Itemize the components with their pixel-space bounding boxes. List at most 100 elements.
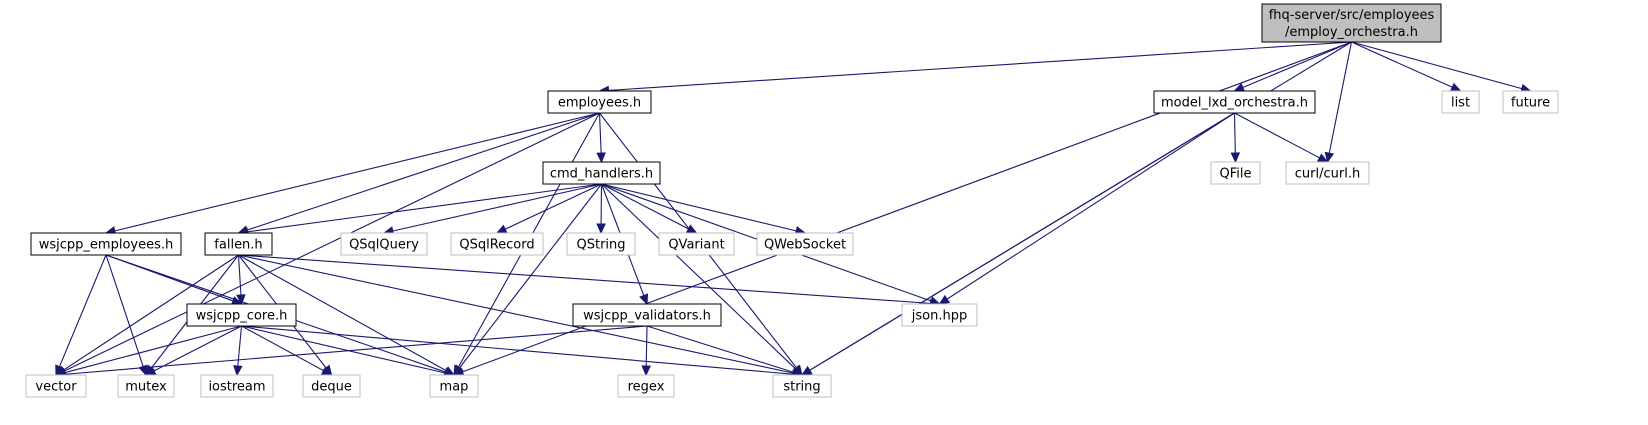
edge-line <box>241 325 794 375</box>
edge-root-to-list <box>1351 41 1462 92</box>
node-label: deque <box>311 380 352 395</box>
node-mutex: mutex <box>117 374 175 398</box>
edge-line <box>58 254 107 367</box>
node-label: QFile <box>1220 167 1252 182</box>
node-label: regex <box>628 380 665 395</box>
node-list: list <box>1441 90 1480 114</box>
edge-line <box>114 112 600 232</box>
edge-employees_h-to-cmd_handlers <box>596 112 606 164</box>
arrowhead <box>596 152 606 164</box>
edge-employees_h-to-wsjcpp_employees <box>104 112 600 236</box>
arrowhead <box>1449 82 1462 92</box>
node-label: curl/curl.h <box>1295 167 1360 182</box>
node-box <box>1153 90 1316 114</box>
edge-line <box>601 183 689 230</box>
node-box <box>25 374 87 398</box>
edge-cmd_handlers-to-string <box>601 183 803 376</box>
edge-line <box>1234 112 1320 159</box>
node-box <box>186 303 297 327</box>
node-label: iostream <box>208 380 265 395</box>
edge-line <box>241 325 324 372</box>
edge-fallen-to-wsjcpp_core <box>236 254 246 306</box>
arrowhead <box>233 365 243 377</box>
node-box <box>1210 161 1261 185</box>
edge-line <box>63 112 600 372</box>
node-box <box>302 374 361 398</box>
node-label: QWebSocket <box>764 238 846 253</box>
node-label: wsjcpp_validators.h <box>583 309 711 324</box>
arrowhead <box>639 293 649 306</box>
node-box <box>429 374 479 398</box>
node-box <box>204 232 273 256</box>
edge-line <box>105 254 144 367</box>
edge-fallen-to-json <box>238 254 941 309</box>
node-qfile: QFile <box>1210 161 1261 185</box>
edge-wsjcpp_validators-to-regex <box>641 325 651 377</box>
node-box <box>542 161 661 185</box>
node-label: vector <box>35 380 77 395</box>
node-label: QSqlRecord <box>459 238 534 253</box>
node-iostream: iostream <box>200 374 274 398</box>
edge-line <box>646 325 794 373</box>
node-label: employees.h <box>558 96 641 111</box>
edge-cmd_handlers-to-qstring <box>596 183 606 235</box>
node-box <box>772 374 832 398</box>
arrowhead <box>236 294 246 306</box>
node-employees-h[interactable]: employees.h <box>547 90 652 114</box>
node-label: mutex <box>125 380 167 395</box>
arrowhead <box>453 364 464 376</box>
arrowhead <box>596 223 606 235</box>
edge-wsjcpp_employees-to-mutex <box>105 254 148 377</box>
node-label: string <box>783 380 820 395</box>
edge-line <box>1351 41 1453 88</box>
node-wsjcpp-validators[interactable]: wsjcpp_validators.h <box>572 303 722 327</box>
edge-cmd_handlers-to-qvariant <box>601 183 698 234</box>
node-layer: fhq-server/src/employees/employ_orchestr… <box>25 3 1559 398</box>
node-box <box>117 374 175 398</box>
edge-wsjcpp_core-to-mutex <box>144 325 242 376</box>
node-label: /employ_orchestra.h <box>1285 25 1418 40</box>
node-label: model_lxd_orchestra.h <box>1161 96 1308 111</box>
node-wsjcpp-core[interactable]: wsjcpp_core.h <box>186 303 297 327</box>
edge-root-to-future <box>1351 41 1532 94</box>
node-label: wsjcpp_core.h <box>196 309 288 324</box>
edge-wsjcpp_core-to-deque <box>241 325 333 376</box>
node-box <box>658 232 735 256</box>
edge-wsjcpp_employees-to-vector <box>55 254 107 377</box>
node-qstring: QString <box>566 232 636 256</box>
edge-root-to-model_lxd <box>1233 41 1352 92</box>
node-label: list <box>1451 96 1470 111</box>
node-label: QVariant <box>668 238 724 253</box>
node-cmd-handlers[interactable]: cmd_handlers.h <box>542 161 661 185</box>
edge-line <box>601 183 796 370</box>
edge-line <box>247 183 602 233</box>
node-box <box>1285 161 1370 185</box>
arrowhead <box>138 364 148 377</box>
edge-line <box>946 112 1235 300</box>
node-root[interactable]: fhq-server/src/employees/employ_orchestr… <box>1261 3 1442 43</box>
node-label: fallen.h <box>214 238 262 253</box>
arrowhead <box>938 294 951 305</box>
node-box <box>1441 90 1480 114</box>
edge-model_lxd-to-qfile <box>1230 112 1241 164</box>
node-box <box>566 232 636 256</box>
node-box <box>901 303 978 327</box>
node-label: cmd_handlers.h <box>550 167 653 182</box>
node-box <box>756 232 854 256</box>
node-model-lxd[interactable]: model_lxd_orchestra.h <box>1153 90 1316 114</box>
node-fallen[interactable]: fallen.h <box>204 232 273 256</box>
node-label: fhq-server/src/employees <box>1269 8 1435 23</box>
node-label: future <box>1511 96 1550 111</box>
edge-line <box>237 254 242 296</box>
node-label: QSqlQuery <box>349 238 419 253</box>
edge-line <box>1351 41 1522 90</box>
edge-model_lxd-to-curl <box>1234 112 1329 163</box>
arrowhead <box>685 224 698 234</box>
arrowhead <box>641 365 651 377</box>
node-wsjcpp-employees[interactable]: wsjcpp_employees.h <box>30 232 182 256</box>
node-box <box>450 232 544 256</box>
edge-model_lxd-to-string <box>800 112 1235 376</box>
edge-line <box>238 254 794 374</box>
node-box <box>572 303 722 327</box>
